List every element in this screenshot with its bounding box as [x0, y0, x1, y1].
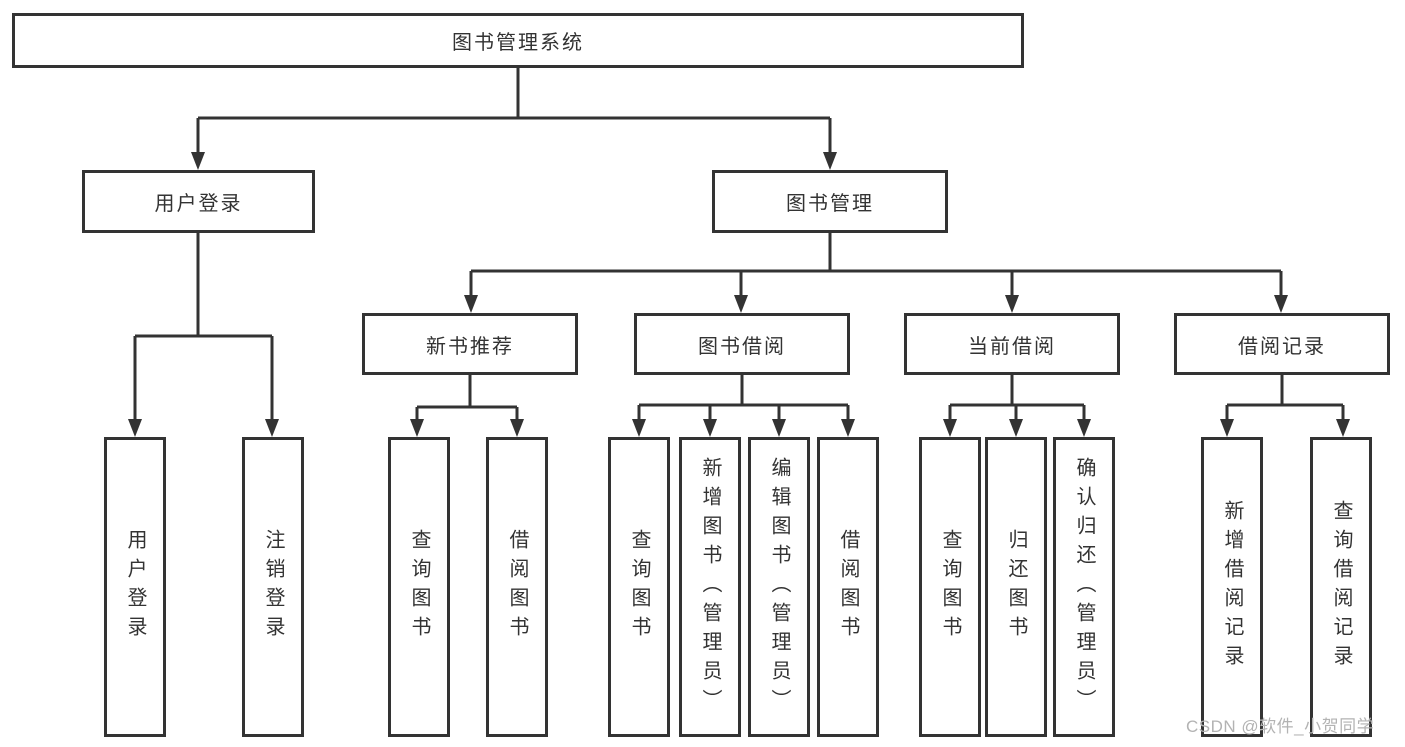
arrowhead [943, 419, 957, 437]
node-label: 用户登录 [124, 529, 146, 645]
node-book-management: 图书管理 [712, 170, 948, 233]
node-leaf-query-books-current: 查询图书 [919, 437, 981, 737]
arrowhead [510, 419, 524, 437]
arrowhead [1005, 295, 1019, 313]
node-leaf-add-books-admin: 新增图书（管理员） [679, 437, 741, 737]
node-label: 图书管理 [786, 193, 874, 215]
node-leaf-add-borrow-record: 新增借阅记录 [1201, 437, 1263, 737]
arrowhead [841, 419, 855, 437]
node-leaf-borrow-books: 借阅图书 [817, 437, 879, 737]
arrowhead [1220, 419, 1234, 437]
node-label: 确认归还（管理员） [1073, 456, 1095, 718]
arrowhead [734, 295, 748, 313]
node-label: 查询图书 [408, 529, 430, 645]
arrowhead [1336, 419, 1350, 437]
connector-book-borrowing-to-leaves [637, 375, 850, 420]
node-label: 查询图书 [939, 529, 961, 645]
arrowhead [823, 152, 837, 170]
node-label: 查询图书 [628, 529, 650, 645]
node-label: 注销登录 [262, 529, 284, 645]
connector-book-management-to-level3 [469, 233, 1283, 296]
connector-borrowing-records-to-leaves [1225, 375, 1345, 420]
node-label: 图书借阅 [698, 335, 786, 358]
node-leaf-return-books: 归还图书 [985, 437, 1047, 737]
arrowhead [191, 152, 205, 170]
watermark: CSDN @软件_小贺同学 [1186, 717, 1375, 736]
node-label: 借阅图书 [837, 529, 859, 645]
node-current-borrowing: 当前借阅 [904, 313, 1120, 375]
node-leaf-user-login: 用户登录 [104, 437, 166, 737]
node-leaf-logout: 注销登录 [242, 437, 304, 737]
node-label: 借阅图书 [506, 529, 528, 645]
node-label: 新增图书（管理员） [699, 456, 721, 718]
node-label: 用户登录 [154, 193, 243, 215]
node-label: 编辑图书（管理员） [768, 456, 790, 718]
node-label: 当前借阅 [968, 335, 1056, 358]
arrowhead [128, 419, 142, 437]
node-borrowing-records: 借阅记录 [1174, 313, 1390, 375]
node-leaf-borrow-books-recommend: 借阅图书 [486, 437, 548, 737]
node-user-login: 用户登录 [82, 170, 315, 233]
node-book-borrowing: 图书借阅 [634, 313, 850, 375]
arrowhead [632, 419, 646, 437]
node-label: 借阅记录 [1238, 335, 1326, 358]
connector-current-borrowing-to-leaves [948, 375, 1086, 420]
node-leaf-edit-books-admin: 编辑图书（管理员） [748, 437, 810, 737]
node-label: 归还图书 [1005, 529, 1027, 645]
node-leaf-query-books-borrow: 查询图书 [608, 437, 670, 737]
arrowhead [772, 419, 786, 437]
node-leaf-confirm-return-admin: 确认归还（管理员） [1053, 437, 1115, 737]
node-label: 查询借阅记录 [1330, 500, 1352, 674]
node-leaf-query-borrow-record: 查询借阅记录 [1310, 437, 1372, 737]
arrowhead [464, 295, 478, 313]
arrowhead [1009, 419, 1023, 437]
node-book-management-system: 图书管理系统 [12, 13, 1024, 68]
node-label: 新书推荐 [426, 335, 514, 358]
node-label: 图书管理系统 [452, 32, 584, 54]
arrowhead [703, 419, 717, 437]
connector-user-login-to-leaves [133, 233, 274, 420]
node-new-book-recommend: 新书推荐 [362, 313, 578, 375]
node-leaf-query-books-recommend: 查询图书 [388, 437, 450, 737]
arrowhead [265, 419, 279, 437]
connector-root-to-level2 [196, 68, 832, 154]
arrowhead [410, 419, 424, 437]
arrowheads [128, 152, 1350, 437]
arrowhead [1274, 295, 1288, 313]
arrowhead [1077, 419, 1091, 437]
connector-new-book-recommend-to-leaves [415, 375, 519, 420]
node-label: 新增借阅记录 [1221, 500, 1243, 674]
